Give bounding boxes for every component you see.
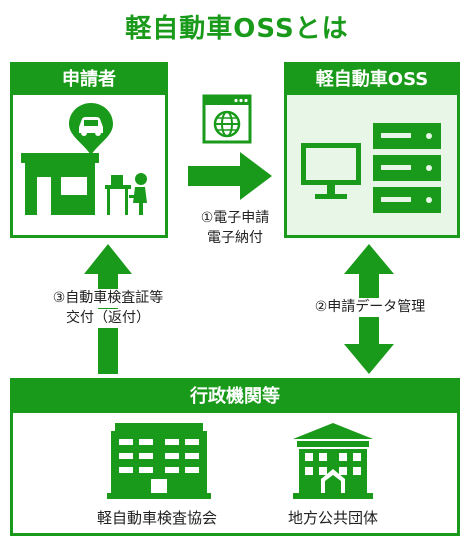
person-icon — [105, 173, 147, 215]
car-pin-icon — [69, 103, 113, 155]
submit-label-1: ①電子申請 — [200, 210, 270, 226]
government-building-icon — [293, 423, 373, 499]
manage-label: ②申請データ管理 — [300, 298, 440, 317]
monitor-icon — [301, 143, 361, 199]
org-kei-inspection: 軽自動車検査協会 — [96, 509, 217, 527]
server-icon — [373, 123, 441, 213]
applicant-box: 申請者 — [10, 62, 168, 238]
submit-arrow-icon — [188, 152, 272, 200]
browser-icon — [202, 94, 252, 144]
applicant-header: 申請者 — [13, 65, 165, 95]
issue-label-1: ③自動車検査証等 — [38, 289, 178, 308]
agency-box: 行政機関等 軽自動車検査協会 地方公共団体 — [10, 378, 460, 536]
oss-box: 軽自動車OSS — [284, 62, 460, 238]
org-local-government: 地方公共団体 — [287, 509, 378, 527]
submit-label-2: 電子納付 — [207, 230, 263, 246]
office-building-icon — [107, 423, 211, 499]
oss-header: 軽自動車OSS — [287, 65, 457, 95]
diagram-title: 軽自動車OSSとは — [125, 14, 349, 44]
issue-label-2: 交付（返付） — [38, 309, 178, 328]
agency-header: 行政機関等 — [13, 381, 457, 413]
house-icon — [21, 153, 99, 215]
